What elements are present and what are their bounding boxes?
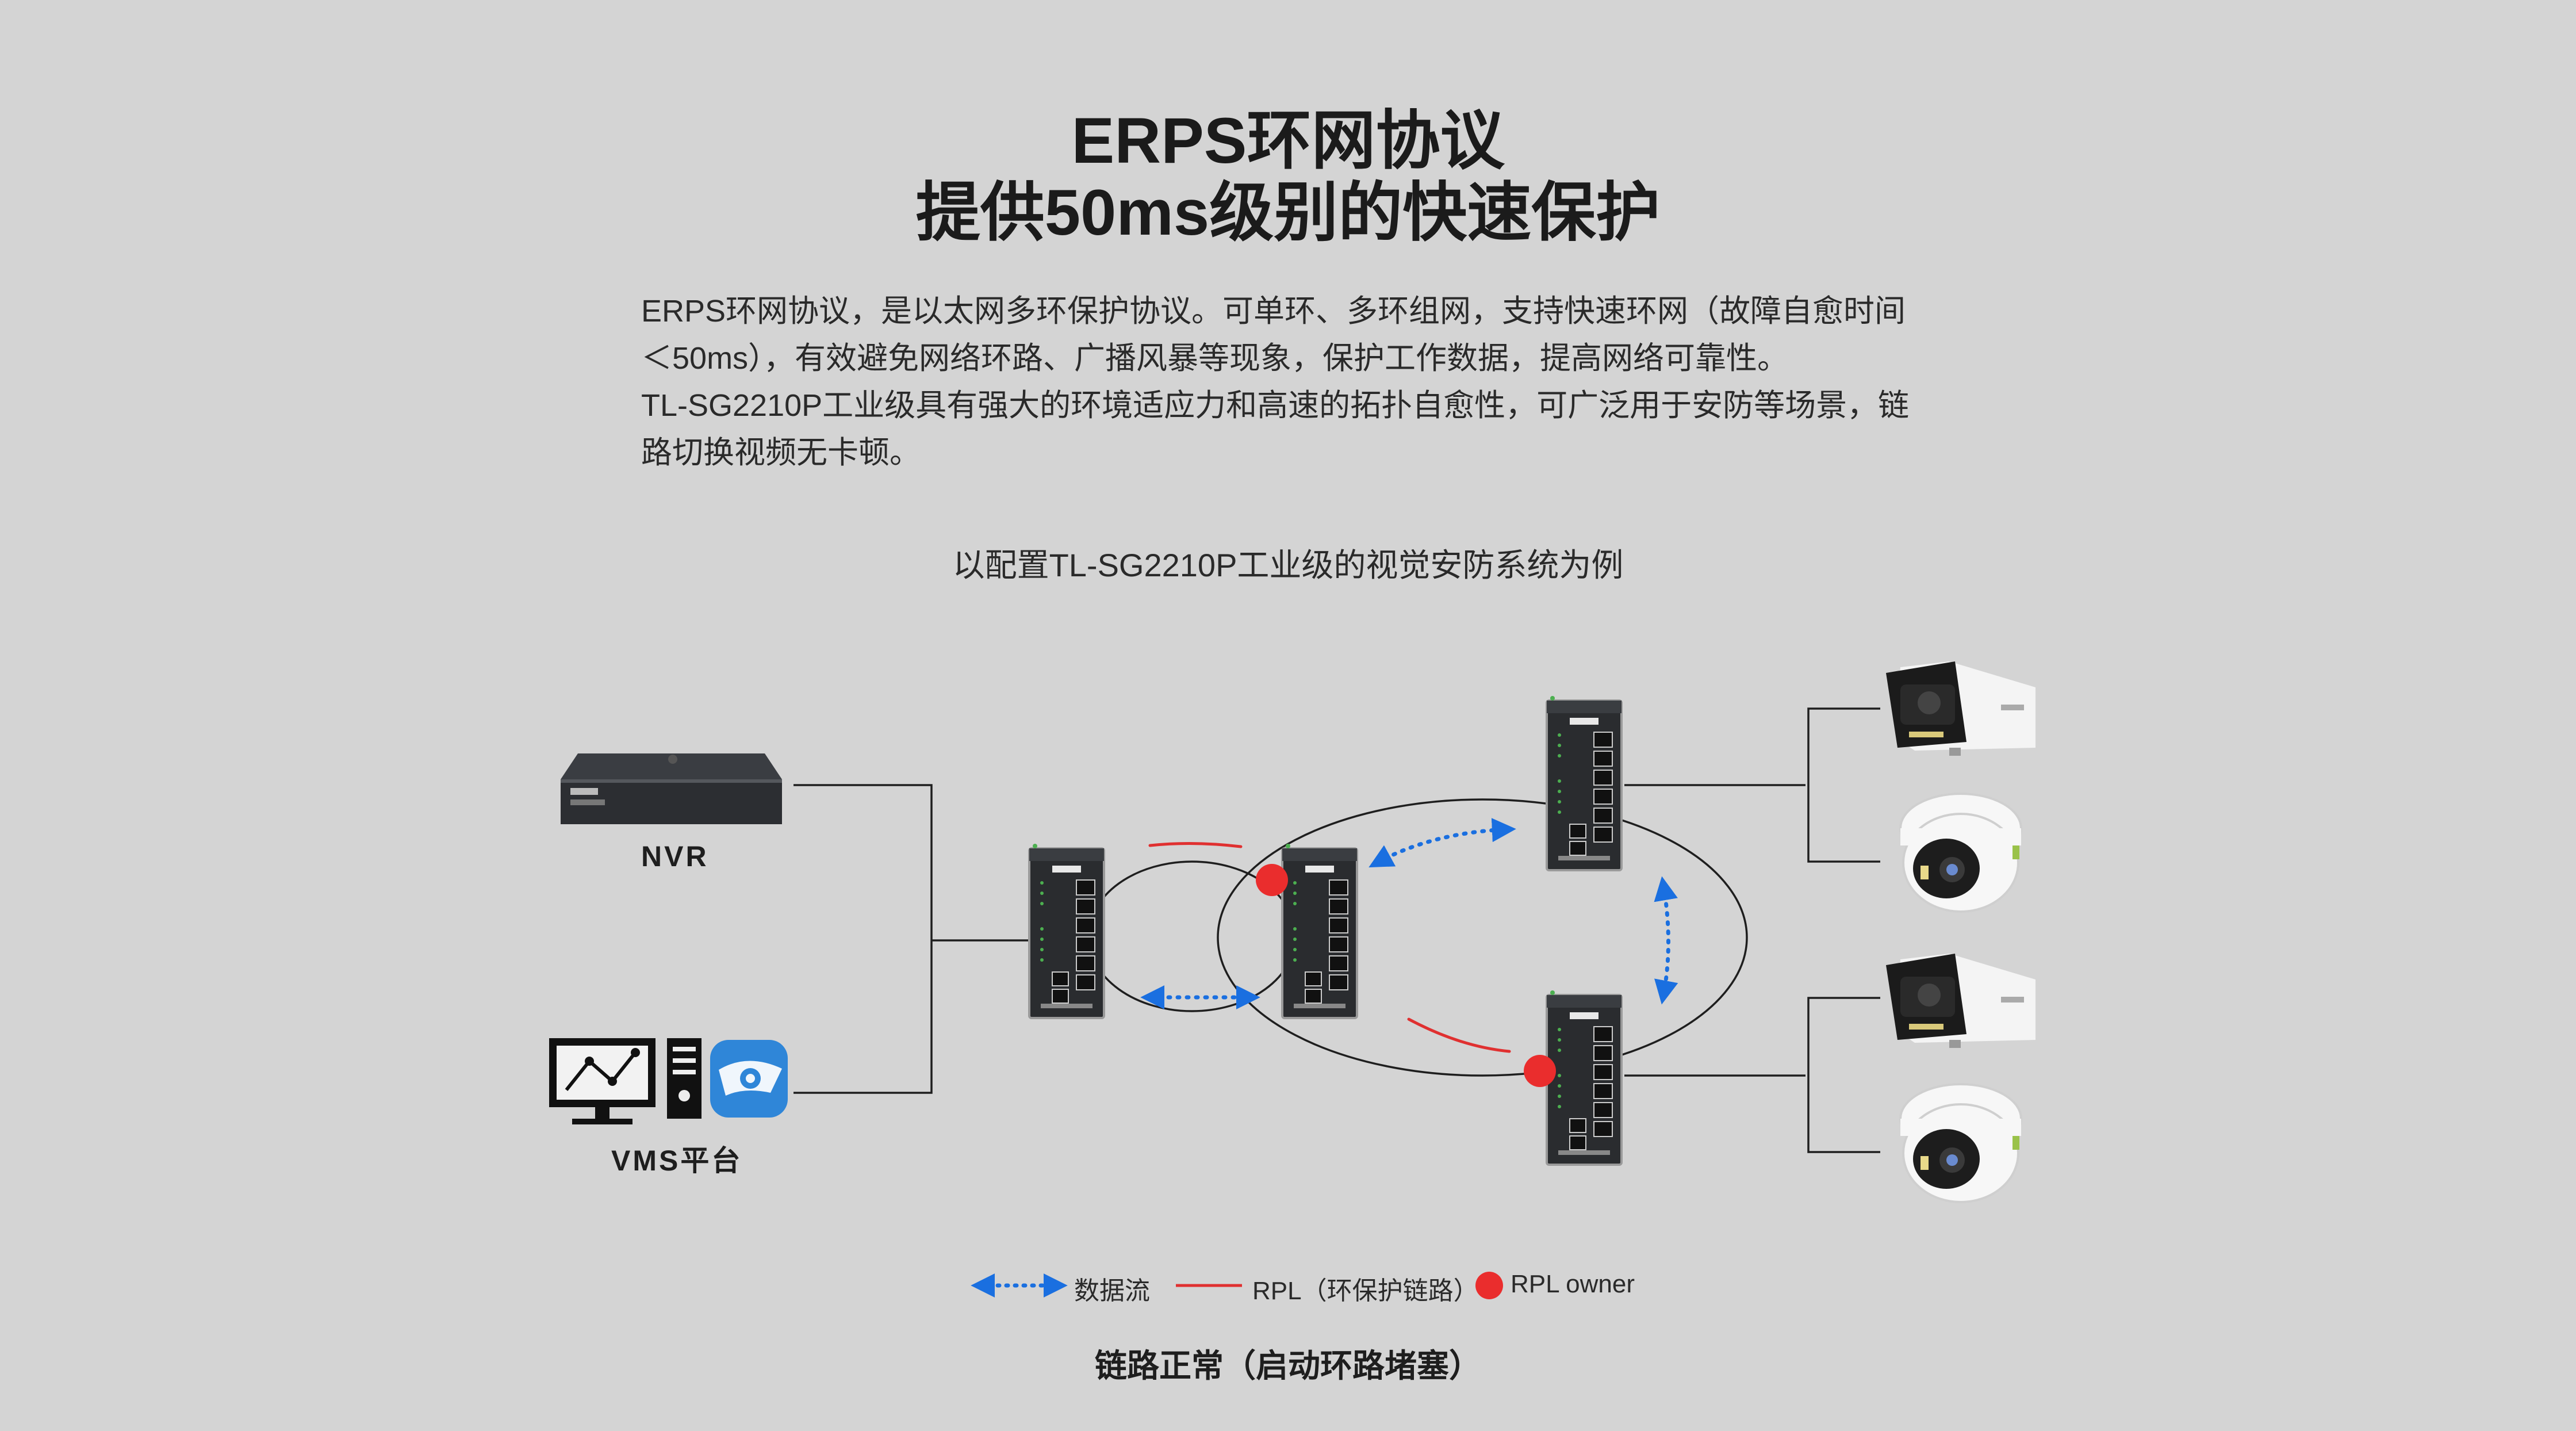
dome-camera-top (1899, 793, 2022, 913)
legend-data-flow-label: 数据流 (1074, 1277, 1150, 1305)
description-paragraph: ERPS环网协议，是以太网多环保护协议。可单环、多环组网，支持快速环网（故障自愈… (641, 288, 1958, 476)
bullet-camera-top (1886, 661, 2035, 756)
page-title: ERPS环网协议 (1071, 105, 1505, 177)
switch-top-right (1546, 695, 1623, 871)
diagram-title: 以配置TL-SG2210P工业级的视觉安防系统为例 (952, 547, 1624, 583)
description-line: ＜50ms），有效避免网络环路、广播风暴等现象，保护工作数据，提高网络可靠性。 (641, 341, 1789, 376)
switch-bottom-right (1546, 989, 1623, 1166)
legend-rpl-label: RPL（环保护链路） (1252, 1277, 1479, 1305)
vms-platform (549, 1038, 788, 1124)
rpl-owner-dot (1256, 864, 1288, 896)
ring-links (1087, 798, 1748, 1077)
legend-rpl-owner-icon (1475, 1272, 1503, 1299)
dome-camera-bottom (1899, 1083, 2022, 1203)
diagram-caption: 链路正常（启动环路堵塞） (1095, 1348, 1481, 1384)
description-line: TL-SG2210P工业级具有强大的环境适应力和高速的拓扑自愈性，可广泛用于安防… (641, 388, 1910, 423)
rpl-owner-dot (1524, 1055, 1556, 1087)
legend-rpl-owner-label: RPL owner (1511, 1270, 1635, 1298)
vms-label: VMS平台 (611, 1145, 743, 1177)
nvr-device (561, 753, 782, 824)
bullet-camera-bottom (1886, 954, 2035, 1048)
data-flow-arrows (1140, 818, 1678, 1009)
page-subtitle: 提供50ms级别的快速保护 (915, 177, 1661, 248)
description-line: 路切换视频无卡顿。 (641, 435, 921, 470)
switch-center (1281, 843, 1358, 1019)
connection-lines (793, 707, 1880, 1153)
nvr-label: NVR (641, 840, 709, 873)
rpl-links (1148, 841, 1511, 1053)
switch-left (1028, 843, 1105, 1019)
description-line: ERPS环网协议，是以太网多环保护协议。可单环、多环组网，支持快速环网（故障自愈… (641, 294, 1906, 328)
